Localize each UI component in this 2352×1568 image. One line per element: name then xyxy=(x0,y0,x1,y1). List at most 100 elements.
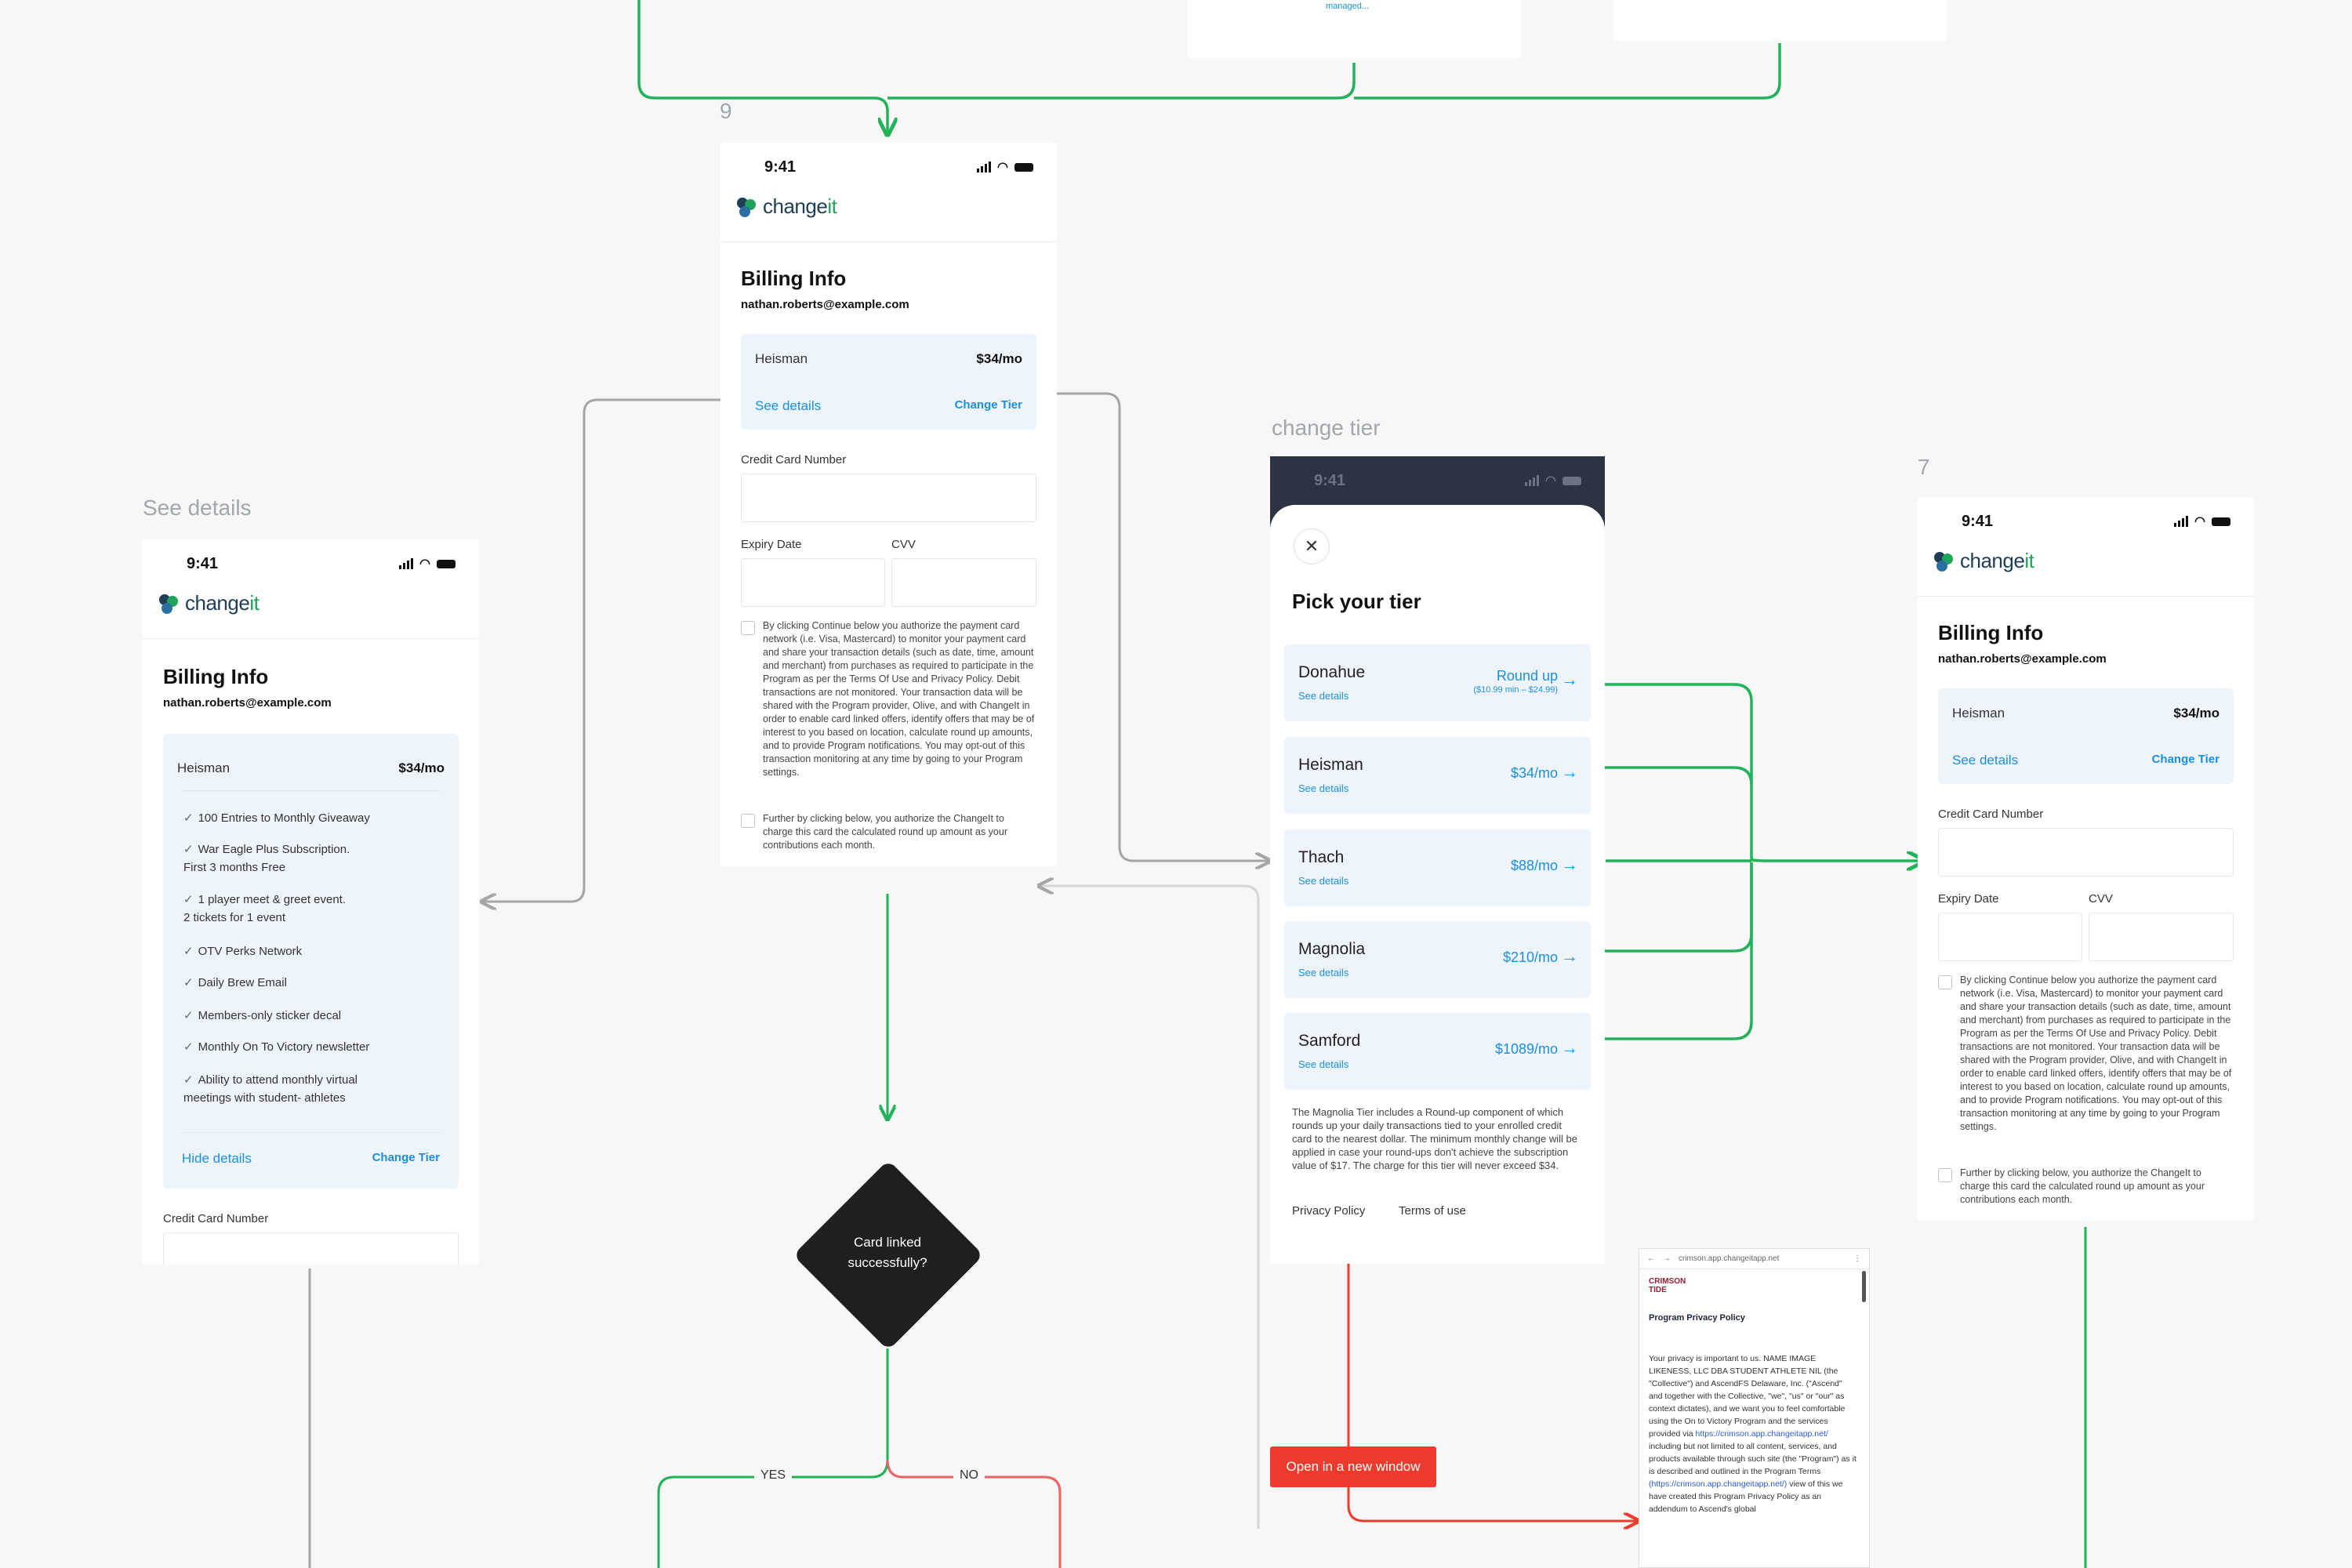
header-divider xyxy=(720,241,1057,242)
hide-details-link[interactable]: Hide details xyxy=(182,1151,252,1166)
wifi-icon: ◠ xyxy=(419,557,430,571)
arrow-right-icon: → xyxy=(1561,670,1578,689)
tier-see-details[interactable]: See details xyxy=(1298,967,1349,978)
open-new-window-label[interactable]: Open in a new window xyxy=(1270,1446,1436,1487)
privacy-policy-browser: ← → crimson.app.changeitapp.net ⋮ CRIMSO… xyxy=(1639,1248,1870,1568)
cc-label: Credit Card Number xyxy=(741,453,847,466)
cc-input[interactable] xyxy=(1938,828,2234,877)
feature-item: ✓OTV Perks Network xyxy=(183,945,303,958)
cc-input[interactable] xyxy=(163,1232,459,1265)
wifi-icon: ◠ xyxy=(1545,474,1556,488)
status-bar: 9:41 ◠ xyxy=(720,143,1057,191)
tier-name: Heisman xyxy=(1952,706,2005,720)
forward-icon[interactable]: → xyxy=(1663,1254,1671,1263)
battery-icon xyxy=(437,559,456,568)
feature-item: ✓Monthly On To Victory newsletter xyxy=(183,1040,370,1054)
tier-details-box: Heisman $34/mo ✓100 Entries to Monthly G… xyxy=(163,734,459,1189)
tier-see-details[interactable]: See details xyxy=(1298,1058,1349,1070)
arrow-right-icon: → xyxy=(1561,762,1578,782)
consent-text-2: Further by clicking below, you authorize… xyxy=(763,813,1007,851)
cc-input[interactable] xyxy=(741,474,1036,522)
tier-price: $34/mo xyxy=(1510,765,1558,781)
header-divider xyxy=(1918,596,2254,597)
brand-name: changeit xyxy=(1960,549,2034,572)
browser-url[interactable]: crimson.app.changeitapp.net xyxy=(1679,1254,1780,1263)
cvv-input[interactable] xyxy=(2089,913,2234,961)
tier-name: Donahue xyxy=(1298,663,1366,681)
signal-icon xyxy=(977,162,992,172)
header-divider xyxy=(143,638,479,639)
terms-of-use-link[interactable]: Terms of use xyxy=(1399,1204,1466,1218)
status-time: 9:41 xyxy=(1962,512,1994,530)
status-time: 9:41 xyxy=(187,554,219,572)
battery-icon xyxy=(1014,162,1033,172)
signal-icon xyxy=(399,558,414,569)
tier-see-details[interactable]: See details xyxy=(1298,690,1349,702)
tier-row-heisman[interactable]: Heisman See details $34/mo → xyxy=(1284,737,1591,814)
close-button[interactable]: ✕ xyxy=(1294,528,1330,564)
consent-checkbox-2[interactable] xyxy=(1938,1168,1952,1182)
cvv-input[interactable] xyxy=(891,558,1036,607)
change-tier-link[interactable]: Change Tier xyxy=(954,398,1022,412)
consent-checkbox-1[interactable] xyxy=(741,621,755,635)
scrollbar[interactable] xyxy=(1862,1271,1866,1302)
change-tier-link[interactable]: Change Tier xyxy=(2151,753,2220,766)
tier-row-samford[interactable]: Samford See details $1089/mo → xyxy=(1284,1013,1591,1090)
billing-title: Billing Info xyxy=(163,665,269,688)
tier-row-donahue[interactable]: Donahue See details Round up ($10.99 min… xyxy=(1284,644,1591,721)
billing-title: Billing Info xyxy=(1938,621,2044,644)
no-label: NO xyxy=(953,1468,985,1483)
arrow-right-icon: → xyxy=(1561,946,1578,966)
tier-price-range: ($10.99 min – $24.99) xyxy=(1473,685,1558,695)
frame-label-change-tier: change tier xyxy=(1272,416,1381,440)
consent-checkbox-1[interactable] xyxy=(1938,975,1952,989)
expiry-input[interactable] xyxy=(741,558,885,607)
back-icon[interactable]: ← xyxy=(1647,1254,1655,1263)
tier-row-magnolia[interactable]: Magnolia See details $210/mo → xyxy=(1284,921,1591,998)
privacy-page-body: Your privacy is important to us. NAME IM… xyxy=(1649,1354,1857,1514)
top-card-left: managed... xyxy=(1188,0,1521,58)
decision-text: Card linked successfully? xyxy=(848,1235,927,1270)
consent-text-1: By clicking Continue below you authorize… xyxy=(763,620,1035,778)
changeit-logo-icon xyxy=(737,197,756,217)
tier-divider xyxy=(182,1132,440,1133)
signal-icon xyxy=(2174,516,2189,527)
see-details-link[interactable]: See details xyxy=(1952,753,2019,768)
brand-logo: changeit xyxy=(1932,549,2034,573)
top-card-right xyxy=(1613,0,1947,41)
brand-name: changeit xyxy=(763,194,837,218)
tier-row-thach[interactable]: Thach See details $88/mo → xyxy=(1284,829,1591,906)
tier-summary: Heisman $34/mo See details Change Tier xyxy=(741,334,1036,430)
tier-price: $210/mo xyxy=(1502,949,1558,965)
privacy-link[interactable]: https://crimson.app.changeitapp.net/ xyxy=(1695,1429,1828,1439)
changeit-logo-icon xyxy=(159,593,178,614)
tier-name: Heisman xyxy=(1298,756,1363,774)
frame-label-see-details: See details xyxy=(143,495,252,520)
consent-text-2: Further by clicking below, you authorize… xyxy=(1960,1167,2205,1205)
frame-label-right: 7 xyxy=(1918,455,1930,479)
wifi-icon: ◠ xyxy=(2194,515,2205,528)
tier-price: $34/mo xyxy=(976,351,1022,366)
privacy-page-title: Program Privacy Policy xyxy=(1649,1313,1745,1323)
cc-label: Credit Card Number xyxy=(163,1212,269,1225)
see-details-link[interactable]: See details xyxy=(755,398,822,413)
expiry-label: Expiry Date xyxy=(741,538,802,551)
tier-see-details[interactable]: See details xyxy=(1298,782,1349,794)
status-bar: 9:41 ◠ xyxy=(143,539,479,588)
tier-name: Heisman xyxy=(177,760,230,775)
brand-logo: changeit xyxy=(157,591,260,615)
expiry-input[interactable] xyxy=(1938,913,2082,961)
consent-checkbox-2[interactable] xyxy=(741,814,755,828)
status-icons: ◠ xyxy=(2174,514,2230,529)
feature-item: ✓1 player meet & greet event. 2 tickets … xyxy=(183,893,347,924)
tier-see-details[interactable]: See details xyxy=(1298,875,1349,887)
tier-name: Thach xyxy=(1298,848,1345,866)
tier-sheet: ✕ Pick your tier Donahue See details Rou… xyxy=(1270,505,1605,1264)
browser-toolbar: ← → crimson.app.changeitapp.net ⋮ xyxy=(1639,1249,1869,1269)
feature-item: ✓Ability to attend monthly virtual meeti… xyxy=(183,1073,358,1105)
menu-icon[interactable]: ⋮ xyxy=(1853,1254,1861,1263)
billing-frame-right: 9:41 ◠ changeit Billing Info nathan.robe… xyxy=(1918,497,2254,1221)
change-tier-link[interactable]: Change Tier xyxy=(372,1151,440,1164)
privacy-link[interactable]: (https://crimson.app.changeitapp.net/) xyxy=(1649,1479,1788,1489)
privacy-policy-link[interactable]: Privacy Policy xyxy=(1292,1204,1366,1218)
